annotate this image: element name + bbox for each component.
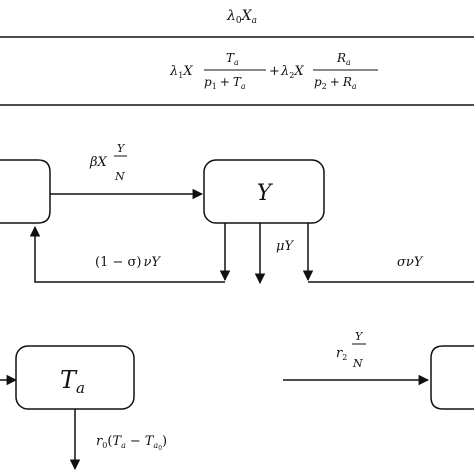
svg-text:r2: r2 — [336, 346, 347, 362]
ta-compartment-label: Ta — [60, 366, 85, 397]
recovery-back-path — [29, 225, 225, 283]
top-formula: λ0Xa — [226, 8, 257, 26]
y-compartment-box — [203, 159, 325, 224]
right-compartment-box — [430, 345, 474, 410]
progression-rate-label: σνY — [397, 255, 424, 270]
svg-text:Ta: Ta — [226, 51, 239, 67]
svg-text:Y: Y — [355, 330, 364, 343]
svg-text:Y: Y — [117, 142, 126, 155]
svg-text:Ra: Ra — [336, 51, 351, 67]
recovery-back-label: (1 − σ)νY — [95, 255, 161, 270]
svg-text:βX: βX — [89, 155, 108, 170]
svg-text:λ1X: λ1X — [169, 64, 193, 80]
svg-text:λ2X: λ2X — [280, 64, 304, 80]
r2-rate-label: r2 Y N — [336, 330, 366, 370]
death-rate-label: μY — [276, 239, 294, 254]
svg-text:+: + — [269, 64, 280, 79]
svg-text:p1+Ta: p1+Ta — [204, 75, 246, 91]
x-compartment-box — [0, 159, 51, 224]
second-formula: λ1X Ta p1+Ta + λ2X Ra p2+Ra — [169, 51, 378, 91]
r0-rate-label: r0(Ta−Ta0) — [96, 434, 167, 452]
svg-text:N: N — [114, 170, 125, 183]
y-compartment-label: Y — [257, 181, 274, 206]
infection-rate-label: βX Y N — [89, 142, 127, 183]
svg-text:p2+Ra: p2+Ra — [314, 75, 357, 91]
svg-text:N: N — [352, 357, 363, 370]
